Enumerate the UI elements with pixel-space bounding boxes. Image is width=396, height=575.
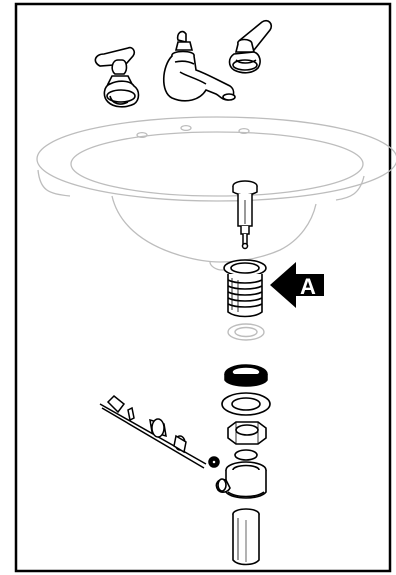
callout-a: A <box>270 262 324 308</box>
spout <box>162 30 236 102</box>
tailpiece <box>232 508 260 566</box>
sink-basin <box>36 116 396 271</box>
drain-stopper <box>232 180 258 250</box>
drain-flange <box>223 259 267 318</box>
left-handle <box>94 46 140 108</box>
flange-gasket <box>227 323 265 341</box>
pivot-rod-assembly <box>99 394 220 469</box>
locknut <box>227 421 267 445</box>
rubber-gasket <box>224 364 268 387</box>
o-ring <box>234 449 258 461</box>
callout-arrow <box>270 262 324 308</box>
callout-label: A <box>300 274 316 299</box>
friction-washer <box>221 392 271 416</box>
right-handle <box>228 19 273 74</box>
drain-body <box>215 461 267 499</box>
frame-border <box>14 2 392 573</box>
